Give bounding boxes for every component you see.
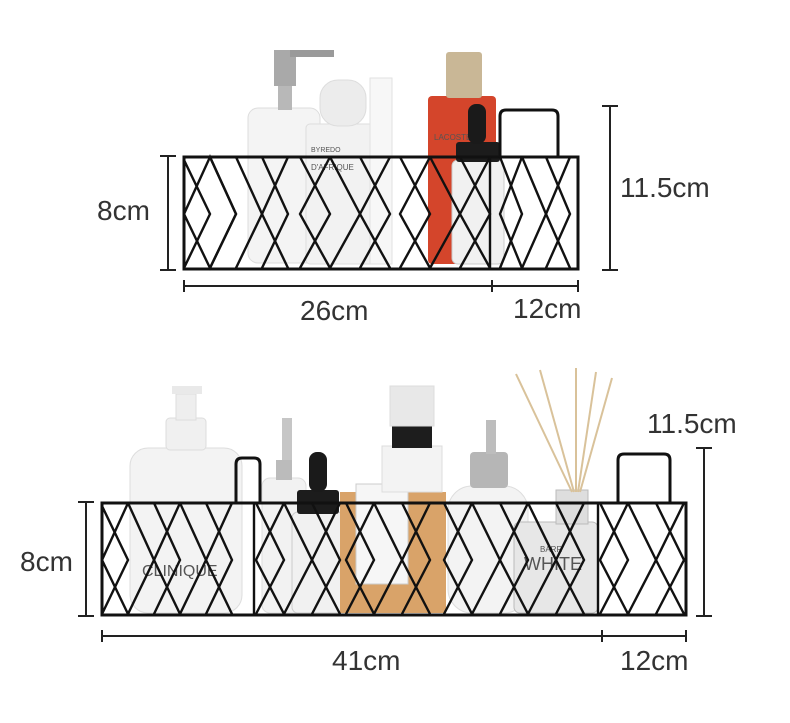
top-lattice	[182, 154, 580, 271]
bottom-product-a-label: CLINIQUE	[142, 563, 218, 580]
bottom-depth-label: 12cm	[620, 645, 688, 676]
white-bottle: BYREDO D'AFRIQUE	[305, 79, 387, 265]
top-dimension-lines	[160, 105, 618, 292]
top-shelf: BYREDO D'AFRIQUE LACOSTE	[97, 50, 710, 326]
bottom-shelf: CLINIQUE	[20, 368, 737, 676]
bottom-wire-basket	[100, 452, 688, 617]
top-wire-basket	[182, 108, 580, 271]
bottom-total-height-label: 11.5cm	[647, 408, 737, 439]
top-depth-label: 12cm	[513, 293, 581, 324]
top-product-a-label: BYREDO	[311, 147, 341, 154]
bottom-lattice	[100, 502, 686, 615]
spray-bottle	[381, 385, 443, 493]
top-width-label: 26cm	[300, 295, 368, 326]
top-height-label: 8cm	[97, 195, 150, 226]
top-product-c-label: LACOSTE	[434, 133, 471, 142]
top-total-height-label: 11.5cm	[620, 172, 710, 203]
bottom-dimension-lines	[78, 447, 712, 642]
top-product-b-label: D'AFRIQUE	[311, 163, 354, 172]
large-pump-bottle: CLINIQUE	[129, 386, 243, 614]
paper-card	[369, 77, 393, 265]
dropper-bottle-b	[291, 452, 345, 614]
bottom-shelf-products: CLINIQUE	[129, 368, 613, 614]
bottom-height-label: 8cm	[20, 546, 73, 577]
bottom-width-label: 41cm	[332, 645, 400, 676]
